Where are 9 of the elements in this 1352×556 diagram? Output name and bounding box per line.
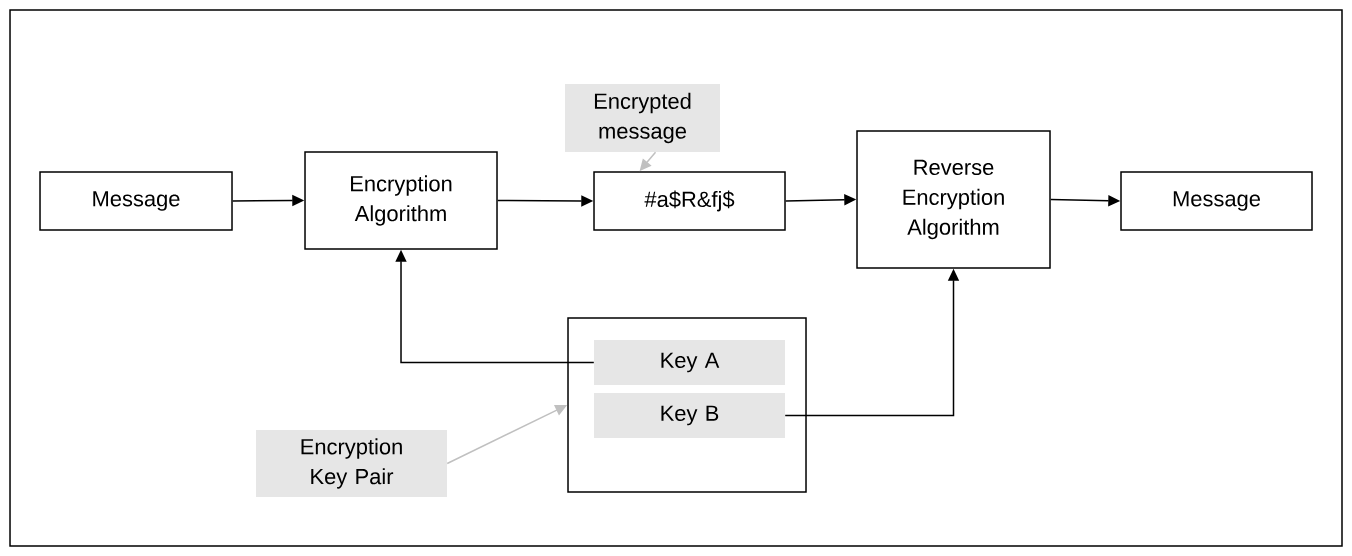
process-box: Message [39,171,233,231]
process-box: Encryption Algorithm [304,151,498,250]
process-box: #a$R&fj$ [593,171,786,231]
process-box: Message [1120,171,1313,231]
callout-box: Encryption Key Pair [256,430,447,497]
process-box: Reverse Encryption Algorithm [856,130,1051,269]
key-box: Key B [594,393,785,438]
callout-box: Encrypted message [565,84,720,152]
key-box: Key A [594,340,785,385]
